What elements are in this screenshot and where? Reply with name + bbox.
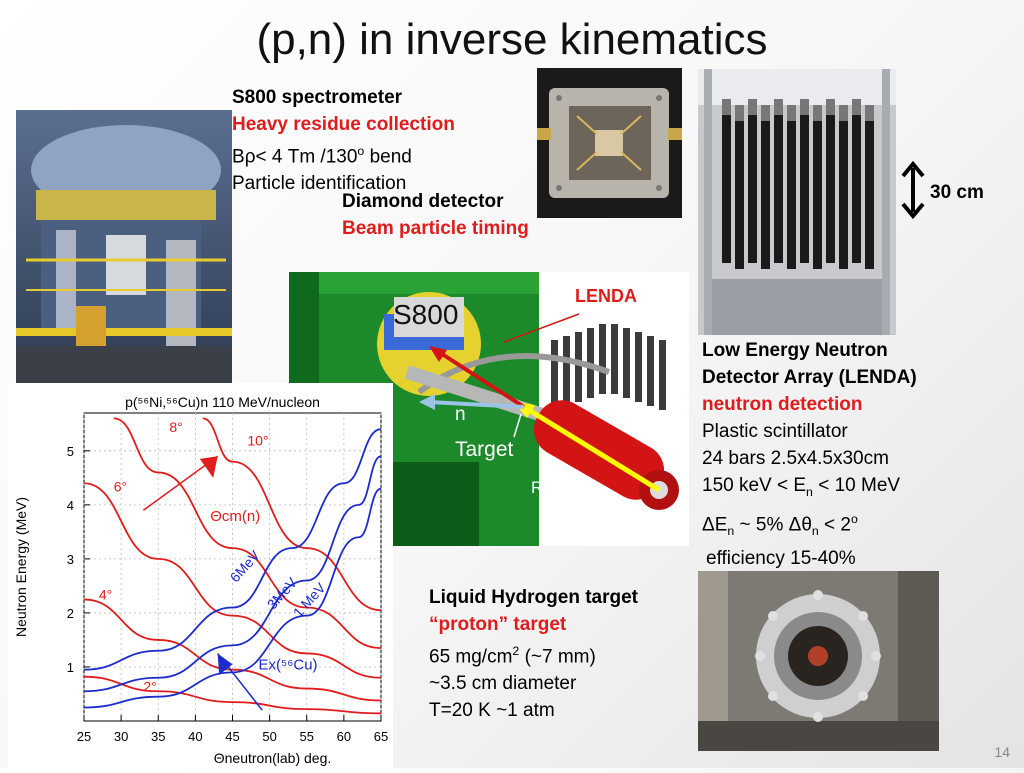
lenda-material: Plastic scintillator — [702, 421, 848, 442]
s800-pid: Particle identification — [232, 173, 407, 195]
lenda-resolution: ΔEn ~ 5% Δθn < 2o — [702, 511, 858, 538]
x-tick-label: 25 — [77, 729, 91, 744]
x-tick-label: 45 — [225, 729, 239, 744]
diamond-detector-photo — [537, 68, 682, 218]
excitation-annotation: Ex(⁵⁶Cu) — [258, 657, 317, 674]
series-line-3MeV — [84, 455, 381, 693]
x-tick-label: 30 — [114, 729, 128, 744]
diamond-name: Diamond detector — [342, 191, 504, 212]
diagram-beam-label: RI beam — [531, 478, 596, 497]
scale-label: 30 cm — [930, 182, 984, 203]
series-line-6 — [84, 482, 381, 679]
x-axis-label: Θneutron(lab) deg. — [214, 750, 332, 766]
target-name: Liquid Hydrogen target — [429, 587, 638, 608]
target-text-block: Liquid Hydrogen target “proton” target 6… — [429, 584, 638, 724]
page-number: 14 — [994, 744, 1010, 760]
diagram-n-label: n — [455, 404, 466, 425]
series-line-4 — [84, 598, 381, 702]
series-label: 6° — [114, 478, 127, 494]
s800-text-block: S800 spectrometer Heavy residue collecti… — [232, 84, 455, 197]
diagram-lenda-label: LENDA — [575, 286, 637, 306]
series-label: 6MeV — [227, 547, 264, 585]
target-density: 65 mg/cm2 (~7 mm) — [429, 644, 596, 668]
x-tick-label: 65 — [374, 729, 388, 744]
lenda-bars: 24 bars 2.5x4.5x30cm — [702, 448, 889, 469]
target-photo — [698, 571, 939, 751]
lenda-title-line1: Low Energy Neutron — [702, 340, 888, 361]
diamond-text-block: Diamond detector Beam particle timing — [342, 188, 529, 242]
s800-role: Heavy residue collection — [232, 114, 455, 135]
target-diameter: ~3.5 cm diameter — [429, 673, 577, 695]
x-tick-label: 55 — [300, 729, 314, 744]
excitation-arrow-head — [217, 653, 233, 676]
series-line-10 — [202, 417, 381, 612]
lenda-role: neutron detection — [702, 394, 863, 415]
series-label: 10° — [247, 432, 268, 448]
chart-title: p(⁵⁶Ni,⁵⁶Cu)n 110 MeV/nucleon — [125, 394, 320, 410]
target-conditions: T=20 K ~1 atm — [429, 700, 555, 722]
slide-title: (p,n) in inverse kinematics — [256, 15, 768, 64]
x-tick-label: 35 — [151, 729, 165, 744]
series-line-6MeV — [84, 428, 381, 671]
scale-arrow-icon — [898, 160, 928, 220]
s800-photo — [16, 110, 232, 388]
diamond-role: Beam particle timing — [342, 218, 529, 239]
lenda-range: 150 keV < En < 10 MeV — [702, 475, 901, 499]
target-role: “proton” target — [429, 614, 567, 635]
series-line-2 — [84, 675, 381, 715]
diagram-s800-label: S800 — [393, 299, 459, 330]
series-label: 4° — [99, 586, 112, 602]
y-tick-label: 3 — [67, 552, 74, 567]
theta-cm-annotation: Θcm(n) — [210, 508, 260, 525]
diagram-target-label: Target — [455, 438, 514, 461]
lenda-text-block: Low Energy Neutron Detector Array (LENDA… — [702, 337, 917, 572]
lenda-efficiency: efficiency 15-40% — [706, 547, 856, 569]
y-tick-label: 4 — [67, 498, 74, 513]
s800-brho: Bρ< 4 Tm /130o bend — [232, 144, 412, 168]
x-tick-label: 50 — [262, 729, 276, 744]
y-tick-label: 5 — [67, 444, 74, 459]
series-line-8 — [113, 417, 381, 649]
y-axis-label: Neutron Energy (MeV) — [13, 497, 29, 637]
s800-name: S800 spectrometer — [232, 87, 403, 108]
lenda-title-line2: Detector Array (LENDA) — [702, 367, 917, 388]
x-tick-label: 60 — [337, 729, 351, 744]
theta-cm-arrow-head — [199, 456, 218, 478]
lenda-photo — [698, 69, 896, 335]
y-tick-label: 2 — [67, 606, 74, 621]
series-label: 2° — [143, 678, 156, 694]
series-line-1MeV — [84, 487, 381, 709]
y-tick-label: 1 — [67, 660, 74, 675]
x-tick-label: 40 — [188, 729, 202, 744]
series-label: 8° — [169, 419, 182, 435]
